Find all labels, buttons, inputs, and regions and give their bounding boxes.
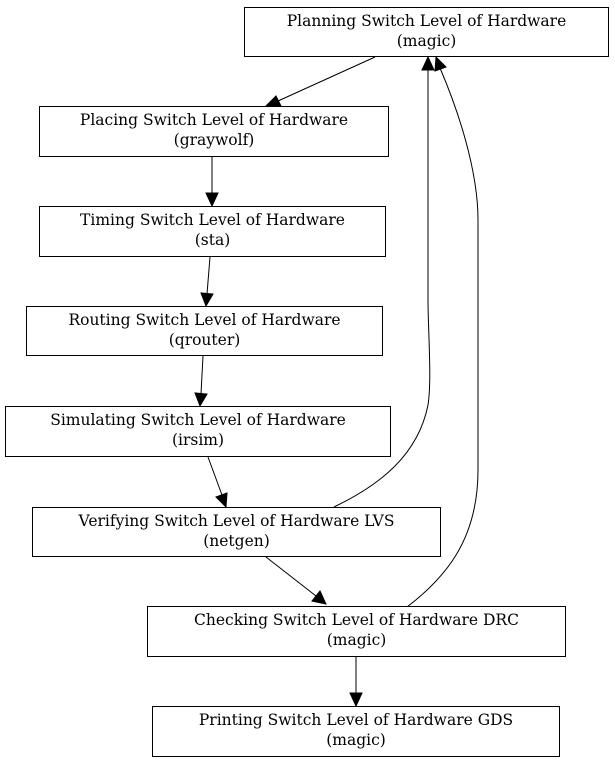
- node-timing: Timing Switch Level of Hardware (sta): [39, 206, 386, 257]
- edge-verifying-to-planning: [333, 55, 435, 508]
- node-simulating-title: Simulating Switch Level of Hardware: [50, 411, 346, 429]
- edge-placing-to-timing: [205, 157, 219, 208]
- edge-checking-to-planning: [406, 55, 479, 608]
- node-printing-tool: (magic): [326, 731, 386, 749]
- node-printing: Printing Switch Level of Hardware GDS (m…: [152, 706, 560, 757]
- node-verifying-tool: (netgen): [203, 532, 270, 550]
- edge-verifying-to-checking: [265, 556, 327, 605]
- node-verifying: Verifying Switch Level of Hardware LVS (…: [32, 507, 441, 557]
- node-placing-tool: (graywolf): [174, 131, 255, 149]
- node-simulating-tool: (irsim): [172, 431, 224, 449]
- edge-planning-to-placing: [264, 56, 376, 107]
- node-checking: Checking Switch Level of Hardware DRC (m…: [147, 606, 566, 657]
- edge-simulating-to-verifying: [207, 456, 228, 509]
- node-checking-title: Checking Switch Level of Hardware DRC: [194, 611, 519, 629]
- edge-checking-to-printing: [349, 657, 363, 708]
- node-planning: Planning Switch Level of Hardware (magic…: [244, 7, 609, 57]
- node-planning-tool: (magic): [397, 32, 457, 50]
- node-simulating: Simulating Switch Level of Hardware (irs…: [5, 406, 391, 457]
- edge-routing-to-simulating: [194, 355, 208, 408]
- node-routing-tool: (qrouter): [169, 331, 241, 349]
- edges: [194, 55, 479, 708]
- node-timing-title: Timing Switch Level of Hardware: [80, 211, 345, 229]
- node-printing-title: Printing Switch Level of Hardware GDS: [199, 711, 513, 729]
- node-checking-tool: (magic): [327, 631, 387, 649]
- node-placing: Placing Switch Level of Hardware (graywo…: [39, 106, 389, 157]
- node-verifying-title: Verifying Switch Level of Hardware LVS: [78, 512, 395, 530]
- node-routing: Routing Switch Level of Hardware (qroute…: [26, 306, 383, 356]
- edge-timing-to-routing: [200, 256, 214, 308]
- node-placing-title: Placing Switch Level of Hardware: [80, 111, 348, 129]
- node-timing-tool: (sta): [195, 231, 231, 249]
- node-planning-title: Planning Switch Level of Hardware: [287, 12, 567, 30]
- node-routing-title: Routing Switch Level of Hardware: [68, 311, 340, 329]
